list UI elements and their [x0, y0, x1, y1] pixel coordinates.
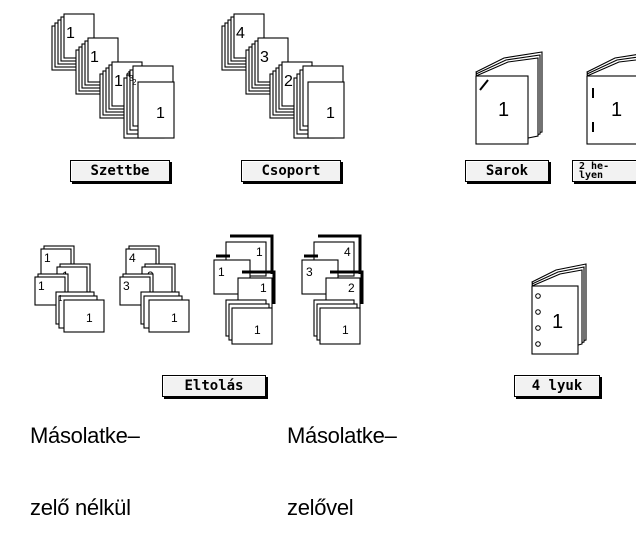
offset-page-number: 4 [129, 251, 136, 265]
with-separator-caption-line2: zelővel [287, 495, 354, 520]
offset-page-number: 1 [254, 323, 261, 337]
offset-page-number: 1 [38, 279, 45, 293]
offset-page-number: 3 [123, 279, 130, 293]
booklet-page-number: 1 [611, 99, 622, 121]
stack-page-number: 4 [126, 70, 131, 79]
stack-page-number: 3 [129, 74, 134, 83]
punch-four-holes-illustration: 1 [526, 262, 596, 362]
booklet-page-number: 1 [552, 311, 563, 333]
sarok-button[interactable]: Sarok [465, 160, 549, 182]
szettbe-button[interactable]: Szettbe [70, 160, 170, 182]
csoport-button[interactable]: Csoport [241, 160, 341, 182]
offset-page-number: 1 [44, 251, 51, 265]
ket-helyen-button[interactable]: 2 he- lyen [572, 160, 636, 182]
stack-page-number: 1 [326, 105, 335, 122]
offset-no-separator-illustration-1: 1 1 1 1 1 [30, 240, 120, 340]
group-mode-illustration: 4 3 2 1 [218, 10, 348, 145]
stack-page-number: 1 [90, 49, 99, 66]
offset-page-number: 1 [171, 311, 178, 325]
stack-page-number: 4 [236, 25, 245, 42]
no-separator-caption-line2: zelő nélkül [30, 495, 131, 520]
offset-page-number: 1 [218, 265, 225, 279]
eltolas-button[interactable]: Eltolás [162, 375, 266, 397]
ket-helyen-label-line1: 2 he- [579, 161, 610, 172]
ket-helyen-label-line2: lyen [579, 170, 604, 181]
stack-page-number: 2 [132, 78, 137, 87]
offset-with-separator-illustration-2: 4 3 2 1 [298, 234, 378, 354]
offset-page-number: 1 [256, 245, 263, 259]
stack-page-number: 1 [156, 105, 165, 122]
no-separator-caption-line1: Másolatke– [30, 423, 140, 448]
offset-page-number: 4 [344, 245, 351, 259]
with-separator-caption: Másolatke– zelővel [287, 376, 397, 544]
offset-page-number: 1 [260, 281, 267, 295]
sort-mode-illustration: 1 1 1 4 3 2 1 [48, 10, 178, 145]
offset-page-number: 1 [86, 311, 93, 325]
booklet-page-number: 1 [498, 99, 509, 121]
offset-page-number: 1 [58, 294, 63, 303]
negy-lyuk-button[interactable]: 4 lyuk [514, 375, 600, 397]
stack-page-number: 2 [284, 73, 293, 90]
stack-page-number: 1 [66, 25, 75, 42]
offset-with-separator-illustration-1: 1 1 1 1 [210, 234, 290, 354]
with-separator-caption-line1: Másolatke– [287, 423, 397, 448]
offset-page-number: 2 [348, 281, 355, 295]
offset-page-number: 3 [306, 265, 313, 279]
staple-two-illustration: 1 [583, 50, 636, 150]
offset-no-separator-illustration-2: 4 2 3 1 [115, 240, 205, 340]
stack-page-number: 3 [260, 49, 269, 66]
no-separator-caption: Másolatke– zelő nélkül [30, 376, 140, 544]
stack-page-number: 1 [114, 73, 123, 90]
offset-page-number: 1 [342, 323, 349, 337]
staple-corner-illustration: 1 [470, 50, 550, 150]
